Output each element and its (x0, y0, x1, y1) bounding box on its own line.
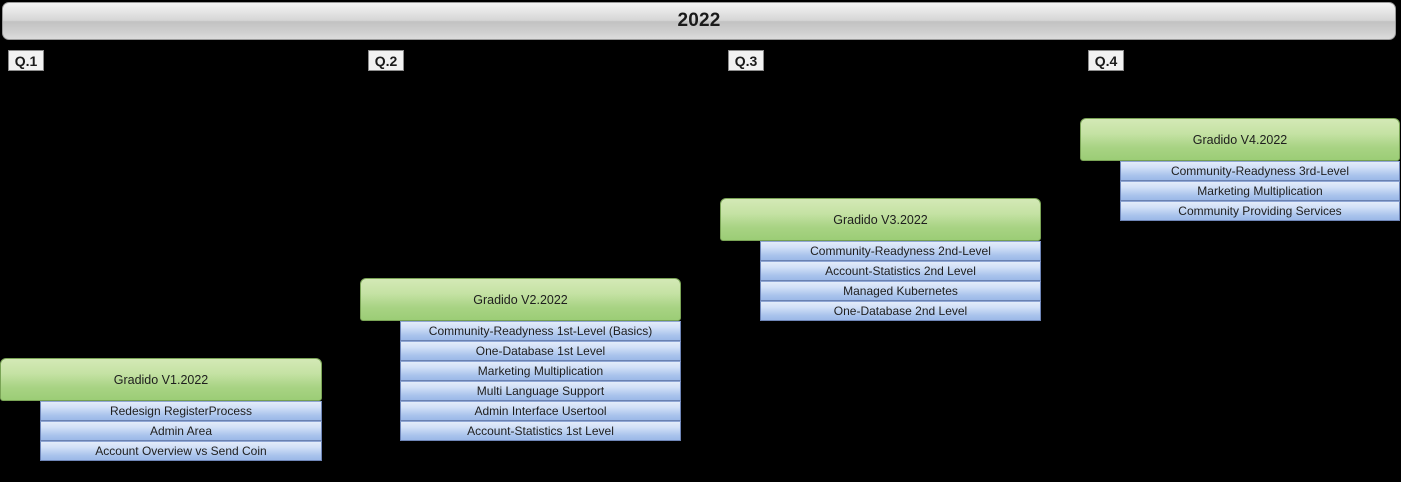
feature-bar[interactable]: Community Providing Services (1120, 201, 1400, 221)
quarter-label-2: Q.2 (368, 50, 404, 71)
feature-label: Redesign RegisterProcess (109, 404, 253, 418)
feature-bar[interactable]: Admin Interface Usertool (400, 401, 681, 421)
version-title: Gradido V2.2022 (473, 292, 568, 307)
version-header-4[interactable]: Gradido V4.2022 (1080, 118, 1400, 161)
feature-bar[interactable]: Community-Readyness 2nd-Level (760, 241, 1041, 261)
version-header-3[interactable]: Gradido V3.2022 (720, 198, 1041, 241)
feature-label: Account-Statistics 1st Level (467, 424, 614, 438)
feature-bar[interactable]: Marketing Multiplication (400, 361, 681, 381)
feature-bar[interactable]: One-Database 2nd Level (760, 301, 1041, 321)
feature-label: Admin Interface Usertool (474, 404, 607, 418)
feature-bar[interactable]: Admin Area (40, 421, 322, 441)
feature-bar[interactable]: Account Overview vs Send Coin (40, 441, 322, 461)
feature-bar[interactable]: Account-Statistics 1st Level (400, 421, 681, 441)
version-title: Gradido V4.2022 (1192, 132, 1288, 147)
feature-bar[interactable]: Community-Readyness 1st-Level (Basics) (400, 321, 681, 341)
feature-bar[interactable]: Redesign RegisterProcess (40, 401, 322, 421)
feature-label: One-Database 2nd Level (833, 304, 968, 318)
version-header-2[interactable]: Gradido V2.2022 (360, 278, 681, 321)
version-title: Gradido V3.2022 (833, 212, 928, 227)
feature-bar[interactable]: Marketing Multiplication (1120, 181, 1400, 201)
feature-bar[interactable]: Community-Readyness 3rd-Level (1120, 161, 1400, 181)
quarter-label-3: Q.3 (728, 50, 764, 71)
feature-label: Community-Readyness 2nd-Level (810, 244, 991, 258)
year-label: 2022 (677, 10, 721, 31)
version-header-1[interactable]: Gradido V1.2022 (0, 358, 322, 401)
feature-label: One-Database 1st Level (475, 344, 606, 358)
quarter-label-text: Q.4 (1094, 52, 1118, 69)
quarter-label-1: Q.1 (8, 50, 44, 71)
feature-label: Marketing Multiplication (477, 364, 604, 378)
quarter-label-text: Q.1 (14, 52, 38, 69)
feature-label: Account-Statistics 2nd Level (825, 264, 976, 278)
feature-bar[interactable]: Account-Statistics 2nd Level (760, 261, 1041, 281)
feature-label: Community-Readyness 3rd-Level (1170, 164, 1350, 178)
feature-label: Account Overview vs Send Coin (95, 444, 267, 458)
feature-list: Community-Readyness 1st-Level (Basics) On… (400, 321, 681, 441)
feature-label: Community Providing Services (1178, 204, 1342, 218)
version-title: Gradido V1.2022 (113, 372, 209, 387)
quarter-label-text: Q.2 (374, 52, 398, 69)
quarter-label-4: Q.4 (1088, 50, 1124, 71)
feature-label: Admin Area (149, 424, 213, 438)
feature-label: Multi Language Support (476, 384, 605, 398)
year-header-bar: 2022 (2, 2, 1396, 40)
quarter-label-text: Q.3 (734, 52, 758, 69)
feature-label: Community-Readyness 1st-Level (Basics) (428, 324, 653, 338)
feature-bar[interactable]: Managed Kubernetes (760, 281, 1041, 301)
feature-bar[interactable]: One-Database 1st Level (400, 341, 681, 361)
feature-label: Marketing Multiplication (1197, 184, 1323, 198)
feature-bar[interactable]: Multi Language Support (400, 381, 681, 401)
feature-label: Managed Kubernetes (843, 284, 958, 298)
